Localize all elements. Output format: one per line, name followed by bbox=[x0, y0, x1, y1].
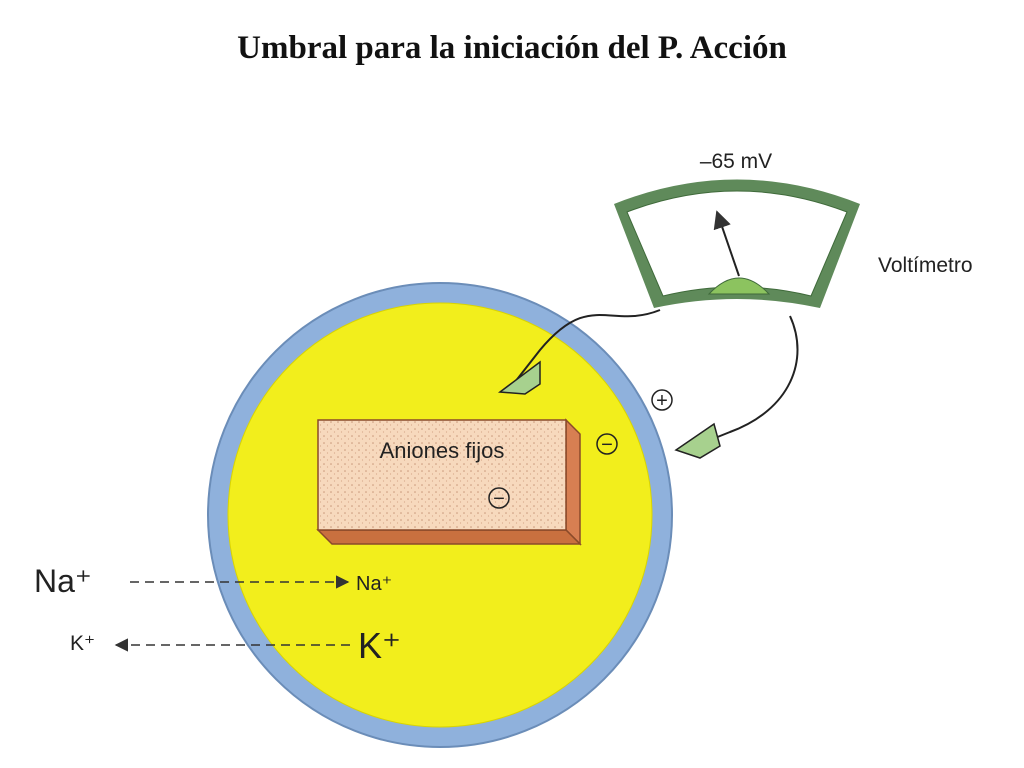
na-inside-label: Na⁺ bbox=[356, 573, 392, 595]
slide-title: Umbral para la iniciación del P. Acción bbox=[237, 30, 787, 66]
voltmeter-pivot bbox=[707, 277, 771, 295]
anion-block bbox=[317, 419, 567, 531]
svg-text:+: + bbox=[656, 390, 668, 412]
negative-charge-icon: − bbox=[596, 433, 618, 456]
svg-text:−: − bbox=[493, 488, 505, 510]
k-inside-label: K⁺ bbox=[358, 625, 401, 666]
voltmeter-face bbox=[626, 190, 848, 297]
voltmeter-needle bbox=[713, 210, 740, 277]
negative-charge-icon: − bbox=[488, 487, 510, 510]
anion-block-bottom bbox=[316, 529, 582, 545]
svg-text:−: − bbox=[601, 434, 613, 456]
electrode-arrow-inside-icon bbox=[497, 360, 541, 395]
anion-block-label: Aniones fijos bbox=[380, 438, 505, 463]
electrode-arrow-outside-icon bbox=[674, 422, 721, 459]
anion-block-side bbox=[565, 418, 581, 546]
voltmeter-reading: –65 mV bbox=[700, 150, 772, 173]
positive-charge-icon: + bbox=[651, 389, 673, 412]
electrode-lead-outside bbox=[704, 315, 799, 443]
voltmeter-label: Voltímetro bbox=[878, 254, 973, 277]
na-outside-label: Na⁺ bbox=[34, 563, 92, 599]
k-outside-label: K⁺ bbox=[70, 632, 95, 655]
electrode-lead-inside bbox=[514, 309, 661, 383]
